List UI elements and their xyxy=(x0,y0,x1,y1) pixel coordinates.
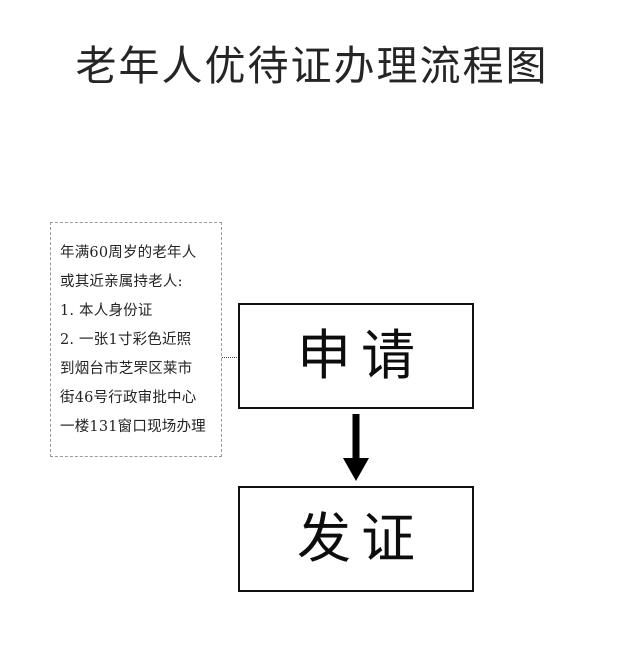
dotted-connector-line xyxy=(222,357,239,358)
requirements-line-2: 或其近亲属持老人: xyxy=(60,274,183,290)
requirements-line-6: 街46号行政审批中心 xyxy=(60,390,197,406)
requirements-line-4: 2. 一张1寸彩色近照 xyxy=(60,332,192,348)
flow-step-issue: 发证 xyxy=(238,486,474,592)
requirements-line-7: 一楼131窗口现场办理 xyxy=(60,419,206,435)
requirements-note-box: 年满60周岁的老年人 或其近亲属持老人: 1. 本人身份证 2. 一张1寸彩色近… xyxy=(50,222,222,457)
flow-step-issue-label: 发证 xyxy=(297,507,425,570)
requirements-line-1: 年满60周岁的老年人 xyxy=(60,245,197,261)
flow-step-apply: 申请 xyxy=(238,303,474,409)
arrow-down-icon xyxy=(338,414,374,482)
page-title: 老年人优待证办理流程图 xyxy=(75,42,549,90)
requirements-line-3: 1. 本人身份证 xyxy=(60,303,153,319)
requirements-line-5: 到烟台市芝罘区莱市 xyxy=(60,361,193,377)
requirements-list: 年满60周岁的老年人 或其近亲属持老人: 1. 本人身份证 2. 一张1寸彩色近… xyxy=(60,239,218,442)
flow-step-apply-label: 申请 xyxy=(297,324,425,387)
